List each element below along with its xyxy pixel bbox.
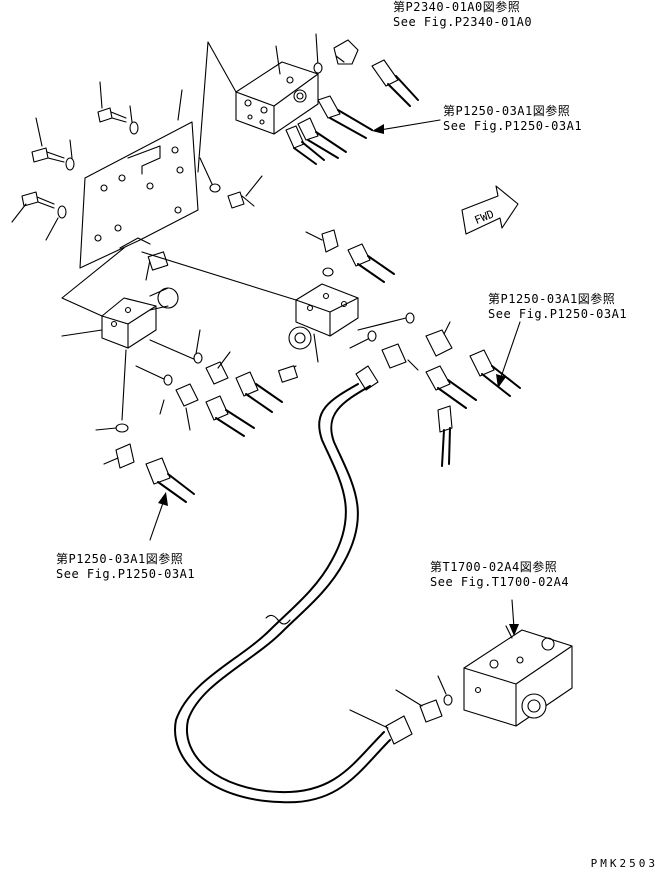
reference-en: See Fig.P2340-01A0	[393, 15, 533, 29]
top-valve-block	[197, 33, 419, 173]
mounting-plate	[79, 121, 199, 269]
reference-note-p2340: 第P2340-01A0図参照 See Fig.P2340-01A0	[393, 0, 532, 30]
reference-en: See Fig.P1250-03A1	[56, 567, 196, 581]
long-hose	[174, 365, 413, 804]
reference-jp: 第P1250-03A1図参照	[56, 552, 184, 566]
reference-en: See Fig.P1250-03A1	[488, 307, 628, 321]
reference-jp: 第P1250-03A1図参照	[443, 104, 571, 118]
right-fittings	[381, 321, 521, 467]
reference-note-p1250-lower: 第P1250-03A1図参照 See Fig.P1250-03A1	[56, 552, 195, 582]
bottom-valve-block	[349, 625, 573, 729]
reference-note-p1250-upper: 第P1250-03A1図参照 See Fig.P1250-03A1	[443, 104, 582, 134]
bolt-set-plate	[11, 81, 263, 241]
reference-jp: 第P1250-03A1図参照	[488, 292, 616, 306]
reference-en: See Fig.P1250-03A1	[443, 119, 583, 133]
left-valve-block	[61, 247, 195, 503]
fwd-direction-arrow: FWD	[461, 185, 519, 235]
center-valve-block	[141, 229, 415, 383]
reference-jp: 第P2340-01A0図参照	[393, 0, 521, 14]
reference-note-t1700: 第T1700-02A4図参照 See Fig.T1700-02A4	[430, 560, 569, 590]
reference-note-p1250-right: 第P1250-03A1図参照 See Fig.P1250-03A1	[488, 292, 627, 322]
reference-arrows	[149, 119, 521, 636]
page-code: PMK2503	[590, 857, 658, 870]
left-block-fittings	[135, 329, 283, 437]
reference-en: See Fig.T1700-02A4	[430, 575, 570, 589]
reference-jp: 第T1700-02A4図参照	[430, 560, 558, 574]
